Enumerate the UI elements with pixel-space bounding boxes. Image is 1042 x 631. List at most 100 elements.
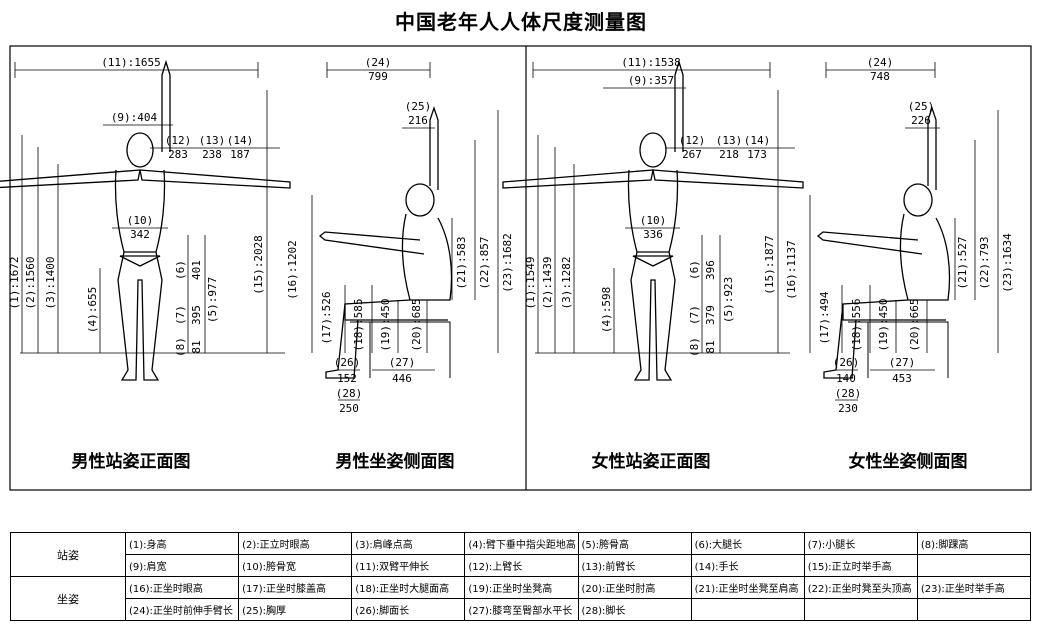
f-dim-9: (9):357 [628, 74, 674, 87]
f-dim-14-label: (14) [744, 134, 771, 147]
legend-group-standing: 站姿 [10, 532, 126, 577]
dim-7-label: (7) [174, 305, 187, 325]
dim-20: (20):685 [410, 299, 423, 352]
f-dim-25-label: (25) [908, 100, 935, 113]
caption-male-sitting: 男性坐姿侧面图 [336, 451, 455, 472]
legend-cell: (20):正坐时肘高 [577, 576, 692, 599]
legend-cell: (3):肩峰点高 [351, 532, 466, 555]
dim-14-value: 187 [230, 148, 250, 161]
f-dim-25-value: 226 [911, 114, 931, 127]
f-dim-20: (20):665 [908, 299, 921, 352]
dim-5: (5):977 [206, 277, 219, 323]
dim-1: (1):1672 [8, 257, 21, 310]
female-standing-dim-lines [532, 62, 795, 354]
legend-cell: (4):臂下垂中指尖距地高 [464, 532, 579, 555]
dim-17: (17):526 [320, 292, 333, 345]
dim-18: (18):585 [352, 299, 365, 352]
f-dim-27-value: 453 [892, 372, 912, 385]
dim-25-value: 216 [408, 114, 428, 127]
legend-cell: (21):正坐时坐凳至肩高 [690, 576, 805, 599]
legend-group-sitting: 坐姿 [10, 576, 126, 621]
legend-cell: (5):胯骨高 [577, 532, 692, 555]
f-dim-4: (4):598 [600, 287, 613, 333]
f-dim-7-value: 379 [704, 305, 717, 325]
f-dim-10-label: (10) [640, 214, 667, 227]
caption-female-sitting: 女性坐姿侧面图 [849, 451, 968, 472]
f-dim-6-label: (6) [688, 260, 701, 280]
legend-cell: (6):大腿长 [690, 532, 805, 555]
f-dim-19: (19):450 [877, 299, 890, 352]
dim-22: (22):857 [478, 237, 491, 290]
legend-cell: (2):正立时眼高 [238, 532, 353, 555]
measurement-diagram: (11):1655 (9):404 (12) 283 (13) 238 (14)… [0, 45, 1032, 491]
dim-24-label: (24) [365, 56, 392, 69]
f-dim-12-label: (12) [679, 134, 706, 147]
f-dim-18: (18):556 [850, 299, 863, 352]
legend-cell: (26):脚面长 [351, 598, 466, 621]
dim-2: (2):1560 [24, 257, 37, 310]
dim-28-value: 250 [339, 402, 359, 415]
legend-cell: (28):脚长 [577, 598, 692, 621]
f-dim-15: (15):1877 [763, 235, 776, 295]
dim-27-value: 446 [392, 372, 412, 385]
legend-cell: (11):双臂平伸长 [351, 554, 466, 577]
dim-15: (15):2028 [252, 235, 265, 295]
legend-cell: (13):前臂长 [577, 554, 692, 577]
legend-cell: (1):身高 [124, 532, 240, 555]
f-dim-22: (22):793 [978, 237, 991, 290]
f-dim-13-value: 218 [719, 148, 739, 161]
f-dim-17: (17):494 [818, 291, 831, 344]
f-dim-1: (1):1549 [524, 257, 537, 310]
f-dim-23: (23):1634 [1001, 233, 1014, 293]
legend-row: (9):肩宽 (10):胯骨宽 (11):双臂平伸长 (12):上臂长 (13)… [11, 554, 1032, 577]
dim-14-label: (14) [227, 134, 254, 147]
legend-cell: (17):正坐时膝盖高 [238, 576, 353, 599]
caption-male-standing: 男性站姿正面图 [72, 451, 191, 472]
dim-19: (19):450 [379, 299, 392, 352]
legend-cell: (10):胯骨宽 [238, 554, 353, 577]
f-dim-26-value: 140 [836, 372, 856, 385]
dim-12-label: (12) [165, 134, 192, 147]
male-standing-dim-lines [14, 62, 285, 354]
f-dim-8-value: 81 [704, 340, 717, 353]
legend-row: (24):正坐时前伸手臂长 (25):胸厚 (26):脚面长 (27):膝弯至臀… [11, 598, 1032, 621]
dim-6-value: 401 [190, 260, 203, 280]
f-dim-6-value: 396 [704, 260, 717, 280]
dim-27-label: (27) [389, 356, 416, 369]
f-dim-8-label: (8) [688, 337, 701, 357]
dim-13-label: (13) [199, 134, 226, 147]
dim-26-label: (26) [334, 356, 361, 369]
legend-cell: (14):手长 [690, 554, 805, 577]
dim-28-label: (28) [336, 387, 363, 400]
f-dim-2: (2):1439 [541, 257, 554, 310]
f-dim-26-label: (26) [833, 356, 860, 369]
dim-8-value: 81 [190, 340, 203, 353]
f-dim-5: (5):923 [722, 277, 735, 323]
legend-cell: (9):肩宽 [124, 554, 240, 577]
dim-24-value: 799 [368, 70, 388, 83]
legend-cell [916, 598, 1032, 621]
dim-10-label: (10) [127, 214, 154, 227]
female-sitting-dim-lines [809, 62, 999, 401]
f-dim-3: (3):1282 [560, 257, 573, 310]
dim-3: (3):1400 [44, 257, 57, 310]
legend-cell: (15):正立时举手高 [803, 554, 918, 577]
f-dim-14-value: 173 [747, 148, 767, 161]
f-dim-12-value: 267 [682, 148, 702, 161]
legend-cell: (12):上臂长 [464, 554, 579, 577]
dim-23: (23):1682 [501, 233, 514, 293]
legend-row: 坐姿 (16):正坐时眼高 (17):正坐时膝盖高 (18):正坐时大腿面高 (… [10, 576, 1032, 621]
legend-cell: (18):正坐时大腿面高 [351, 576, 466, 599]
caption-female-standing: 女性站姿正面图 [592, 451, 711, 472]
dim-11: (11):1655 [101, 56, 161, 69]
legend-table: 站姿 (1):身高 (2):正立时眼高 (3):肩峰点高 (4):臂下垂中指尖距… [10, 532, 1032, 621]
f-dim-13-label: (13) [716, 134, 743, 147]
dim-16: (16):1202 [286, 240, 299, 300]
panel-border [9, 45, 1032, 491]
dim-25-label: (25) [405, 100, 432, 113]
dim-6-label: (6) [174, 260, 187, 280]
f-dim-16: (16):1137 [785, 240, 798, 300]
dim-26-value: 152 [337, 372, 357, 385]
f-dim-21: (21):527 [956, 237, 969, 290]
legend-cell: (25):胸厚 [238, 598, 353, 621]
